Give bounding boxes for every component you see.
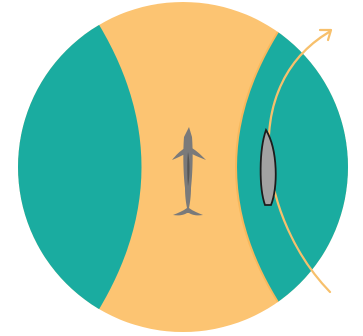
diagram-canvas xyxy=(0,0,363,336)
dolphin-vessel-zone-diagram xyxy=(0,0,363,336)
